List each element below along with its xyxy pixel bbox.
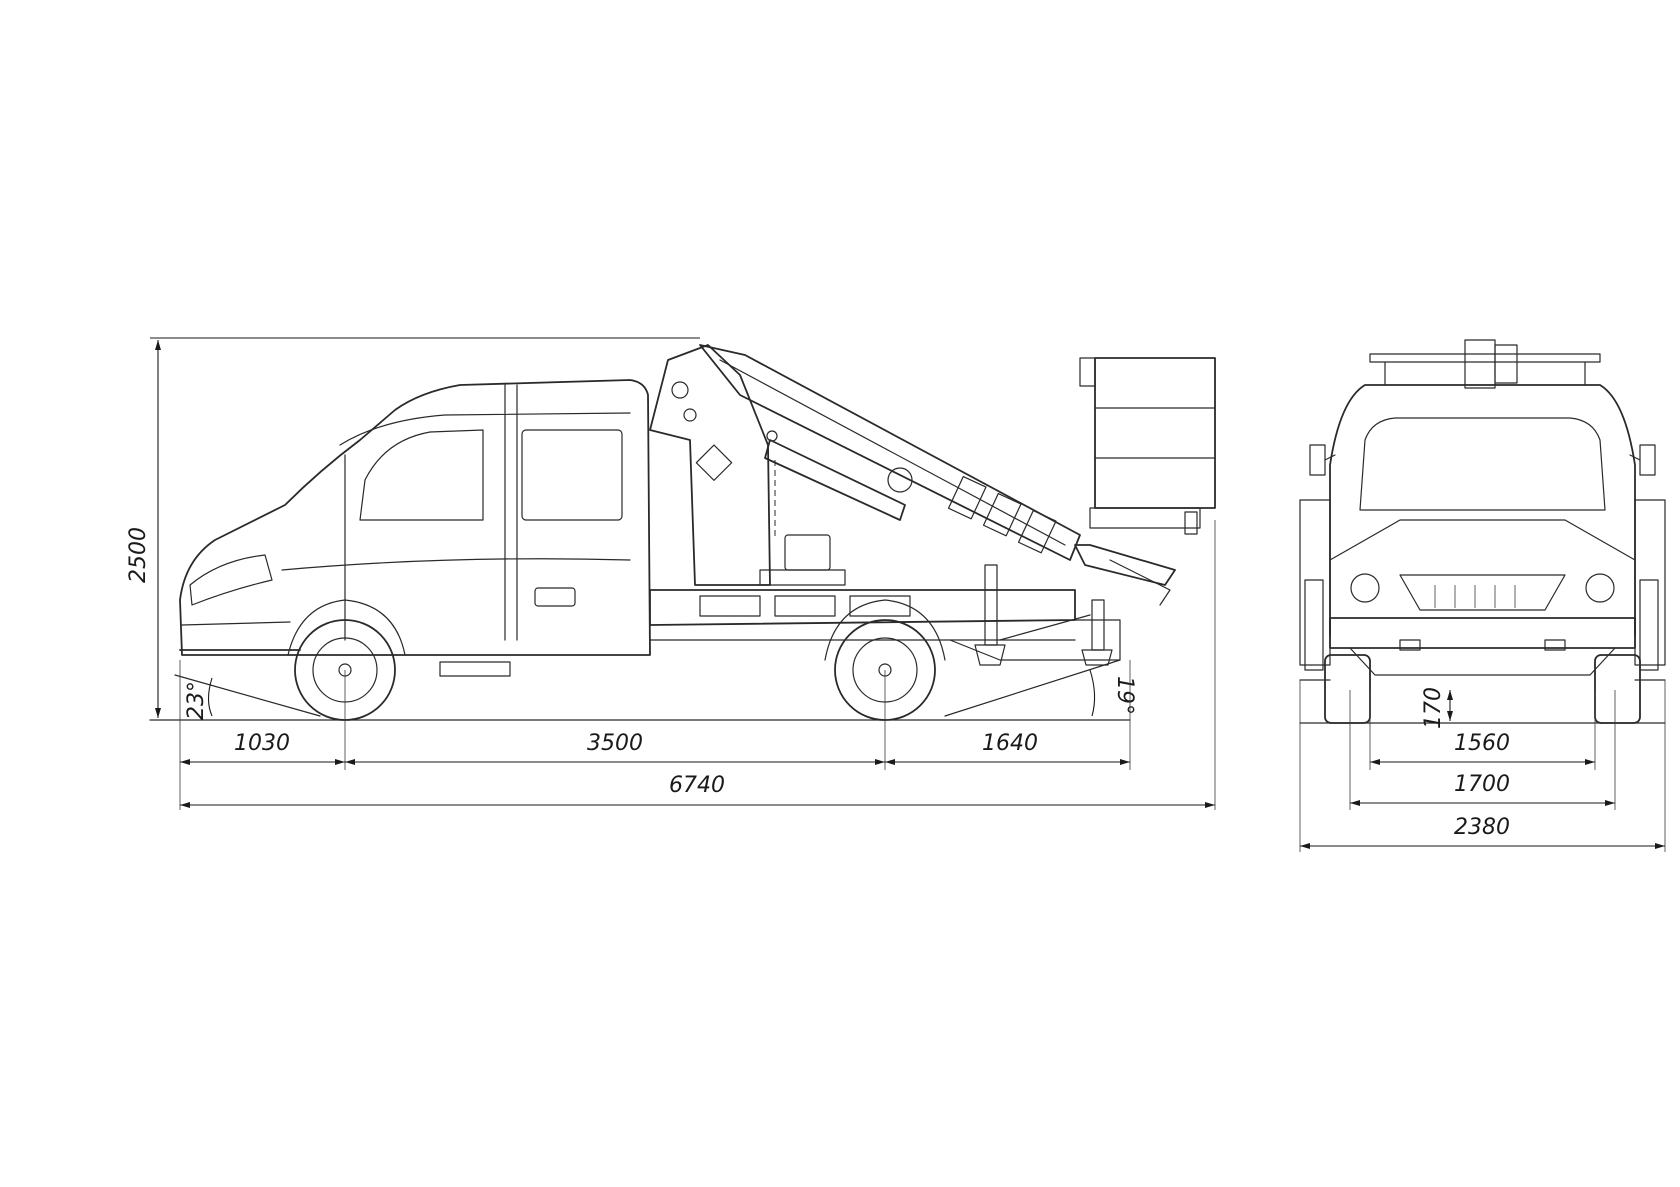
- departure-line: [944, 659, 1121, 717]
- height-dimension: 2500: [126, 337, 700, 718]
- length-dimensions: 1030 3500 1640 6740: [180, 731, 1215, 808]
- front-track-label: 1560: [1454, 731, 1510, 756]
- rear-body: [1074, 619, 1121, 661]
- ground-clearance-label: 170: [1421, 687, 1446, 729]
- boom-assembly: [649, 344, 1176, 606]
- width-dimensions: 1560 1700 2380: [1300, 731, 1665, 849]
- approach-line: [174, 674, 321, 717]
- front-view: 170 1560 1700 2380: [1299, 339, 1666, 852]
- ground-clearance-dimension: 170: [1421, 687, 1453, 729]
- work-basket: [1079, 357, 1216, 535]
- overall-width-label: 2380: [1454, 815, 1510, 840]
- cab-body: [179, 379, 651, 656]
- front-wheel: [287, 599, 406, 721]
- departure-angle: 19°: [1089, 669, 1137, 717]
- wheelbase-label: 3500: [587, 731, 643, 756]
- departure-angle-label: 19°: [1112, 676, 1137, 715]
- outriggers: [974, 564, 1113, 666]
- rear-overhang-label: 1640: [982, 731, 1038, 756]
- overall-length-label: 6740: [669, 773, 725, 798]
- front-overhang-label: 1030: [234, 731, 290, 756]
- overall-height-label: 2500: [126, 527, 151, 583]
- approach-angle-label: 23°: [184, 681, 209, 720]
- chassis-frame: [439, 589, 1076, 677]
- approach-angle: 23°: [184, 677, 213, 720]
- rear-track-label: 1700: [1454, 772, 1510, 797]
- side-view: 2500 23° 19° 1030 3500 1640 6740: [126, 337, 1216, 810]
